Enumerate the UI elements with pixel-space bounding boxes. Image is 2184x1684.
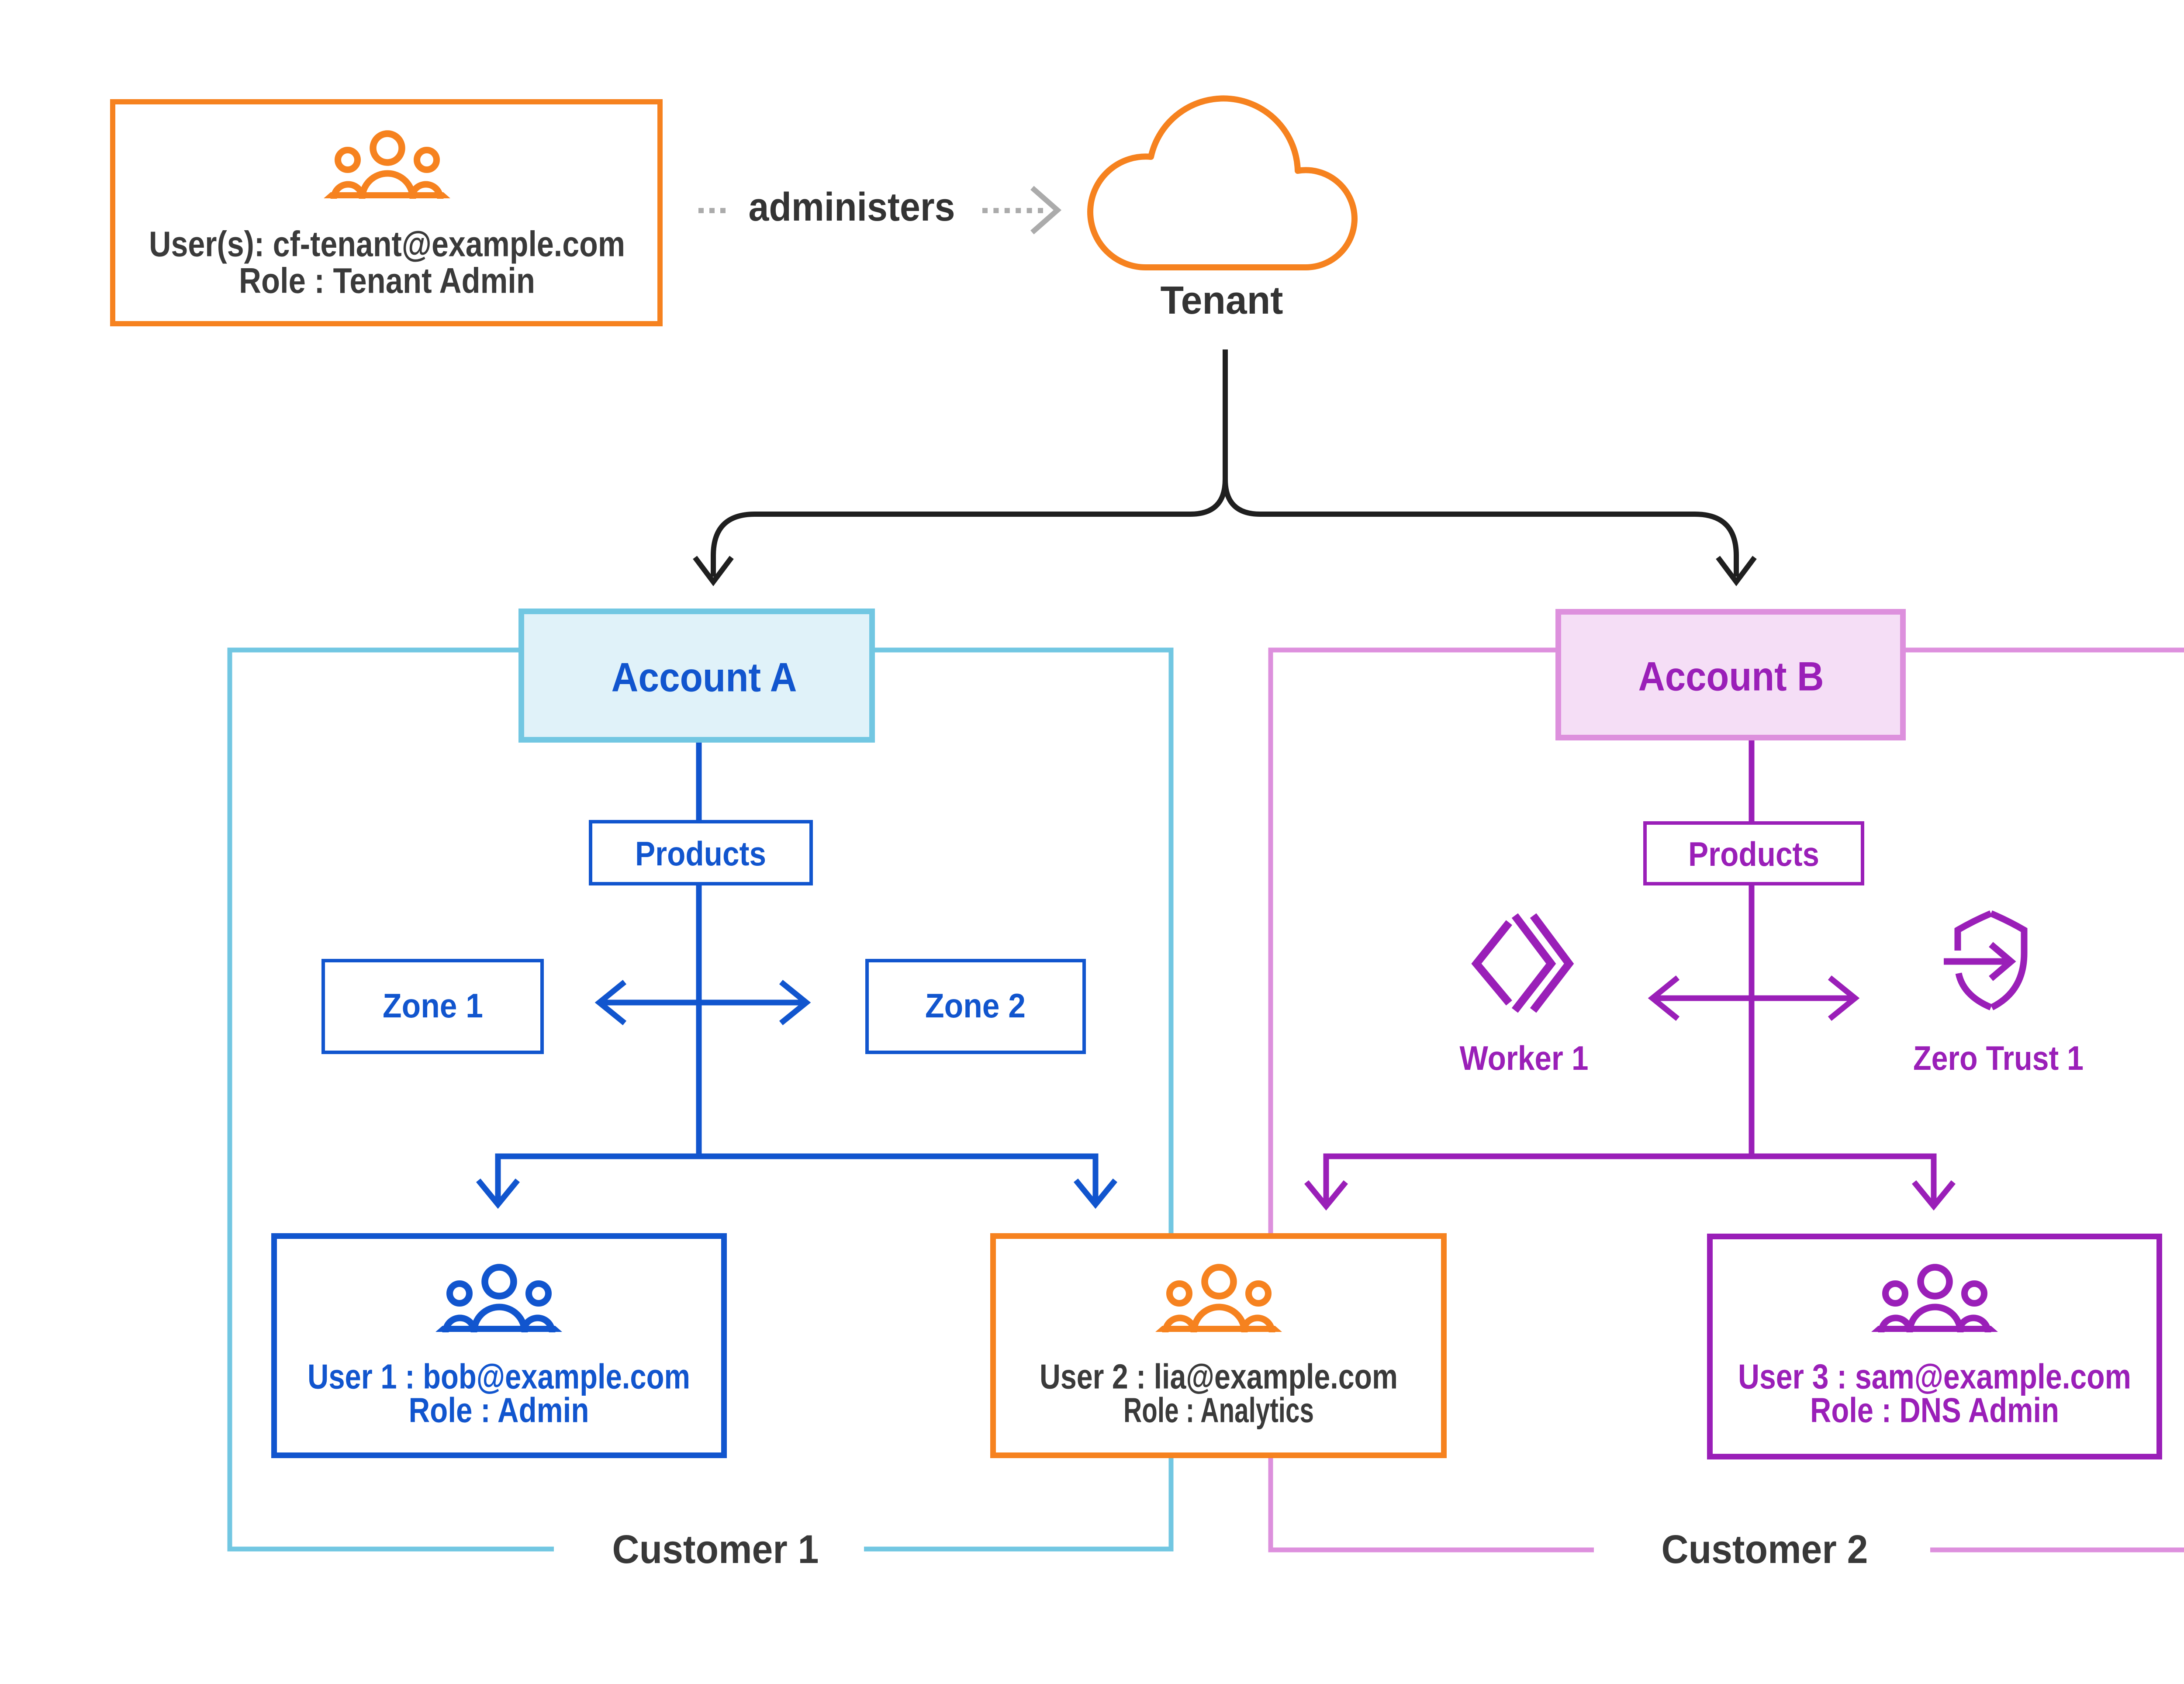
svg-text:Tenant: Tenant — [1161, 279, 1283, 322]
svg-text:User 1 : bob@example.com: User 1 : bob@example.com — [308, 1357, 690, 1396]
svg-text:Role : Tenant Admin: Role : Tenant Admin — [239, 261, 535, 301]
svg-text:Products: Products — [1688, 835, 1819, 873]
svg-text:administers: administers — [749, 185, 955, 229]
svg-text:User 3 : sam@example.com: User 3 : sam@example.com — [1738, 1357, 2131, 1396]
svg-text:Zero Trust 1: Zero Trust 1 — [1913, 1039, 2084, 1077]
svg-text:Customer 2: Customer 2 — [1662, 1527, 1868, 1572]
svg-text:Zone 2: Zone 2 — [925, 986, 1026, 1025]
svg-text:User 2 : lia@example.com: User 2 : lia@example.com — [1040, 1357, 1398, 1396]
svg-text:Role : Admin: Role : Admin — [409, 1391, 589, 1430]
svg-text:Customer 1: Customer 1 — [612, 1527, 819, 1572]
svg-text:Products: Products — [635, 834, 766, 873]
svg-text:User(s): cf-tenant@example.com: User(s): cf-tenant@example.com — [149, 225, 625, 264]
svg-text:Zone 1: Zone 1 — [383, 986, 483, 1025]
svg-text:Account A: Account A — [612, 654, 797, 700]
svg-text:Account B: Account B — [1638, 654, 1824, 699]
svg-text:Role : Analytics: Role : Analytics — [1123, 1391, 1314, 1430]
svg-text:Worker 1: Worker 1 — [1460, 1039, 1589, 1077]
svg-text:Role : DNS Admin: Role : DNS Admin — [1810, 1391, 2059, 1430]
